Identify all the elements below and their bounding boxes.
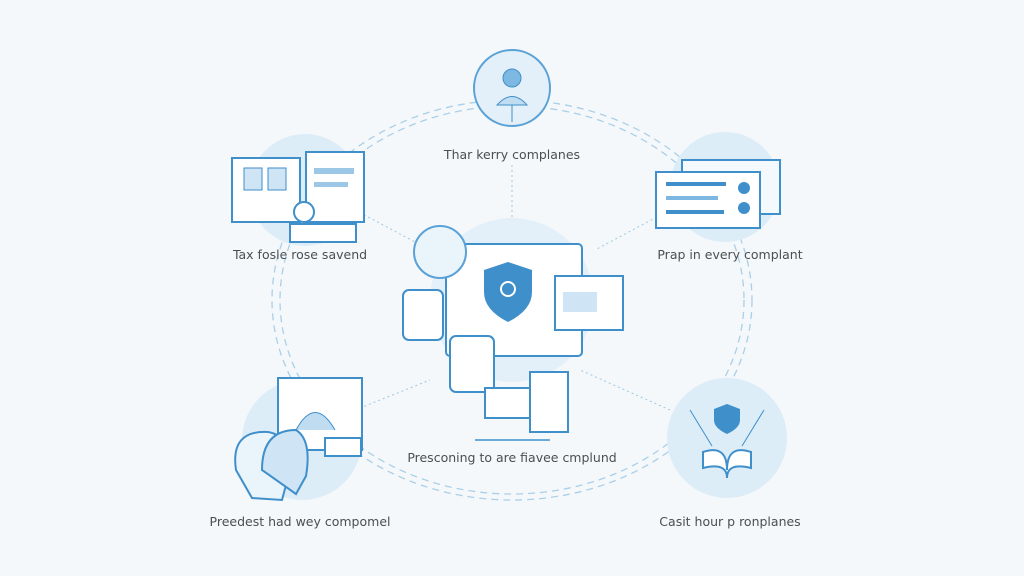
node-label-bottom-left: Preedest had wey compomel bbox=[209, 514, 391, 529]
documents-icon bbox=[231, 134, 365, 246]
shield-book-icon bbox=[667, 378, 787, 498]
shield-monitor-icon bbox=[402, 218, 624, 441]
node-label-center: Presconing to are fiavee cmplund bbox=[407, 450, 617, 465]
people-chart-icon bbox=[234, 377, 363, 502]
node-label-top-left: Tax fosle rose savend bbox=[232, 247, 368, 262]
node-label-bottom-right: Casit hour p ronplanes bbox=[659, 514, 801, 529]
node-label-top: Thar kerry complanes bbox=[443, 147, 581, 162]
node-label-top-right: Prap in every complant bbox=[657, 247, 803, 262]
dashboard-icon bbox=[655, 132, 781, 242]
person-idea-icon bbox=[473, 49, 551, 127]
